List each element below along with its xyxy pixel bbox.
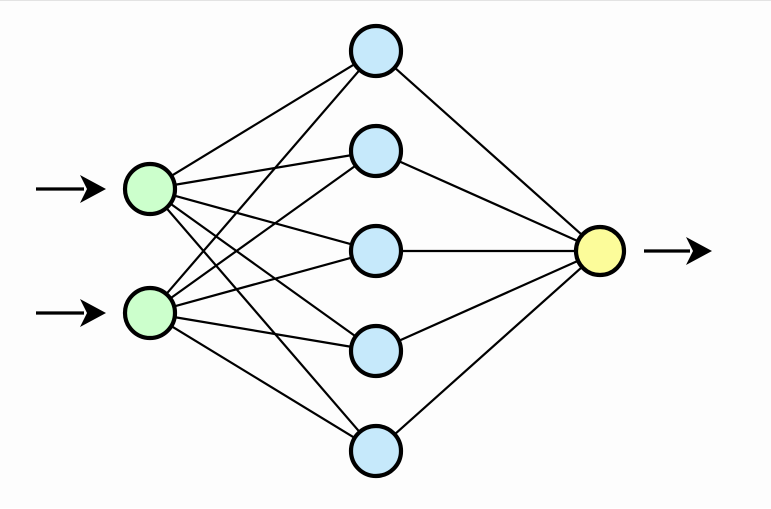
edge-i2-h4 (173, 315, 353, 349)
arrow-head (80, 299, 106, 327)
input-arrow-in2 (36, 299, 106, 327)
output-arrow-out1 (644, 237, 712, 265)
edge-i1-h3 (172, 194, 354, 246)
node-input-i2[interactable] (122, 285, 178, 341)
edge-i2-h3 (172, 256, 354, 308)
edge-i1-h1 (169, 62, 357, 178)
edge-i2-h5 (169, 324, 357, 440)
node-input-i1[interactable] (122, 161, 178, 217)
node-hidden-h4[interactable] (348, 323, 404, 379)
node-hidden-h1[interactable] (348, 23, 404, 79)
io-arrows-group (36, 175, 712, 327)
node-hidden-h2[interactable] (348, 123, 404, 179)
edge-h1-o1 (393, 66, 584, 237)
edge-i2-h1 (164, 68, 362, 296)
edges-group (164, 62, 584, 440)
node-hidden-h3[interactable] (348, 223, 404, 279)
edge-i2-h2 (168, 164, 358, 300)
edge-i1-h2 (173, 153, 353, 187)
nodes-group (122, 23, 627, 479)
edge-h5-o1 (393, 265, 584, 436)
node-output-o1[interactable] (573, 224, 627, 278)
edge-i1-h5 (164, 206, 362, 434)
edge-h2-o1 (397, 159, 580, 243)
edge-i1-h4 (168, 202, 358, 338)
node-hidden-h5[interactable] (348, 423, 404, 479)
arrow-head (80, 175, 106, 203)
edge-h4-o1 (397, 259, 580, 343)
input-arrow-in1 (36, 175, 106, 203)
arrow-head (686, 237, 712, 265)
